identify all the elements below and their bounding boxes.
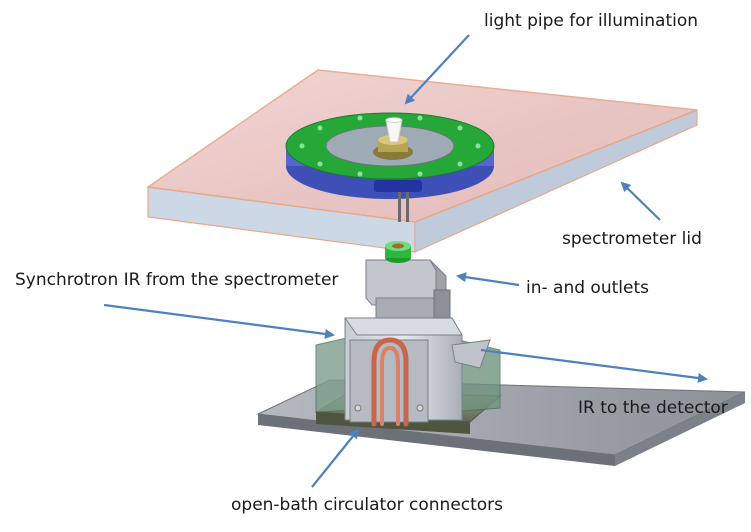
arrow-spectrometer-lid [620, 181, 661, 221]
arrow-in-outlets [456, 272, 520, 287]
label-ir-detector: IR to the detector [578, 398, 728, 418]
arrow-ir-detector [480, 348, 708, 383]
arrow-light-pipe [404, 34, 470, 105]
arrow-circulator [311, 428, 360, 488]
flange-assembly [285, 112, 495, 222]
label-circulator: open-bath circulator connectors [231, 495, 504, 515]
label-synchrotron-ir: Synchrotron IR from the spectrometer [15, 270, 339, 290]
label-in-outlets: in- and outlets [526, 278, 649, 298]
label-spectrometer-lid: spectrometer lid [562, 229, 702, 249]
cell-assembly [256, 241, 746, 466]
arrow-synchrotron-ir [103, 303, 335, 339]
label-light-pipe: light pipe for illumination [484, 11, 699, 31]
